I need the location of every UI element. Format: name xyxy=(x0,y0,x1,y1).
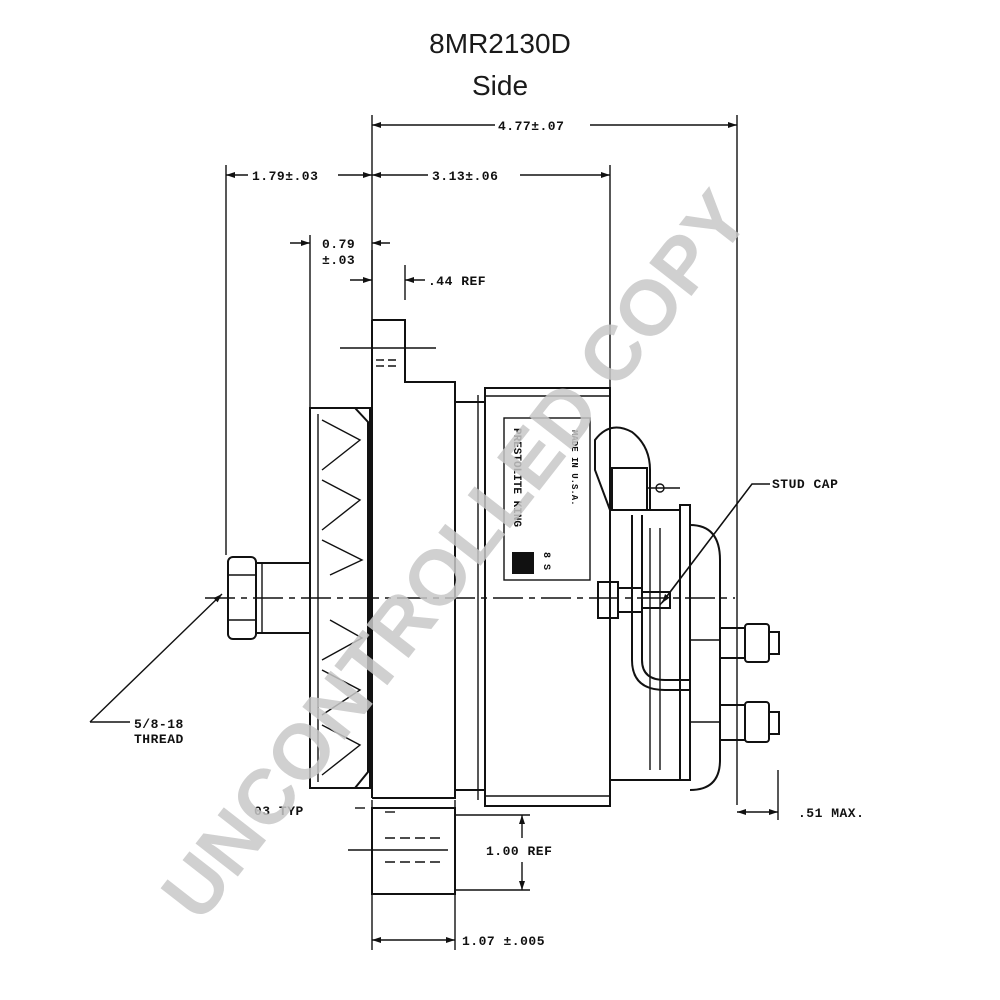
alternator-body: PRESTOLITE KING MADE IN U.S.A. 8 S xyxy=(477,387,611,807)
nameplate-line3: 8 S xyxy=(540,552,551,570)
drawing-subtitle: Side xyxy=(471,70,529,101)
nameplate-brand: PRESTOLITE KING xyxy=(510,428,522,527)
label-stud-cap: STUD CAP xyxy=(772,477,838,492)
dim-body-length: 3.13±.06 xyxy=(432,169,498,184)
dim-flange-1: 0.79 xyxy=(322,237,355,252)
dim-overall-length: 4.77±.07 xyxy=(498,119,564,134)
dim-ref-44: .44 REF xyxy=(428,274,486,289)
dim-typ: 03 TYP xyxy=(254,804,304,819)
dim-flange-2: ±.03 xyxy=(322,253,355,268)
dim-front-offset: 1.79±.03 xyxy=(252,169,318,184)
nameplate xyxy=(503,417,591,581)
label-thread-2: THREAD xyxy=(134,732,184,747)
dimension-labels: 4.77±.07 1.79±.03 3.13±.06 0.79 ±.03 .44… xyxy=(134,119,864,949)
rear-assembly xyxy=(594,426,780,791)
nameplate-logo xyxy=(512,552,534,574)
dim-mount: 1.07 ±.005 xyxy=(462,934,545,949)
nameplate-line2: MADE IN U.S.A. xyxy=(569,430,579,506)
dim-ref-100: 1.00 REF xyxy=(486,844,552,859)
front-housing xyxy=(340,319,485,895)
label-thread-1: 5/8-18 xyxy=(134,717,184,732)
drawing-title: 8MR2130D xyxy=(429,28,571,59)
dimension-arrows xyxy=(226,122,778,943)
shaft-nut xyxy=(227,556,311,640)
dim-terminal-max: .51 MAX. xyxy=(798,806,864,821)
